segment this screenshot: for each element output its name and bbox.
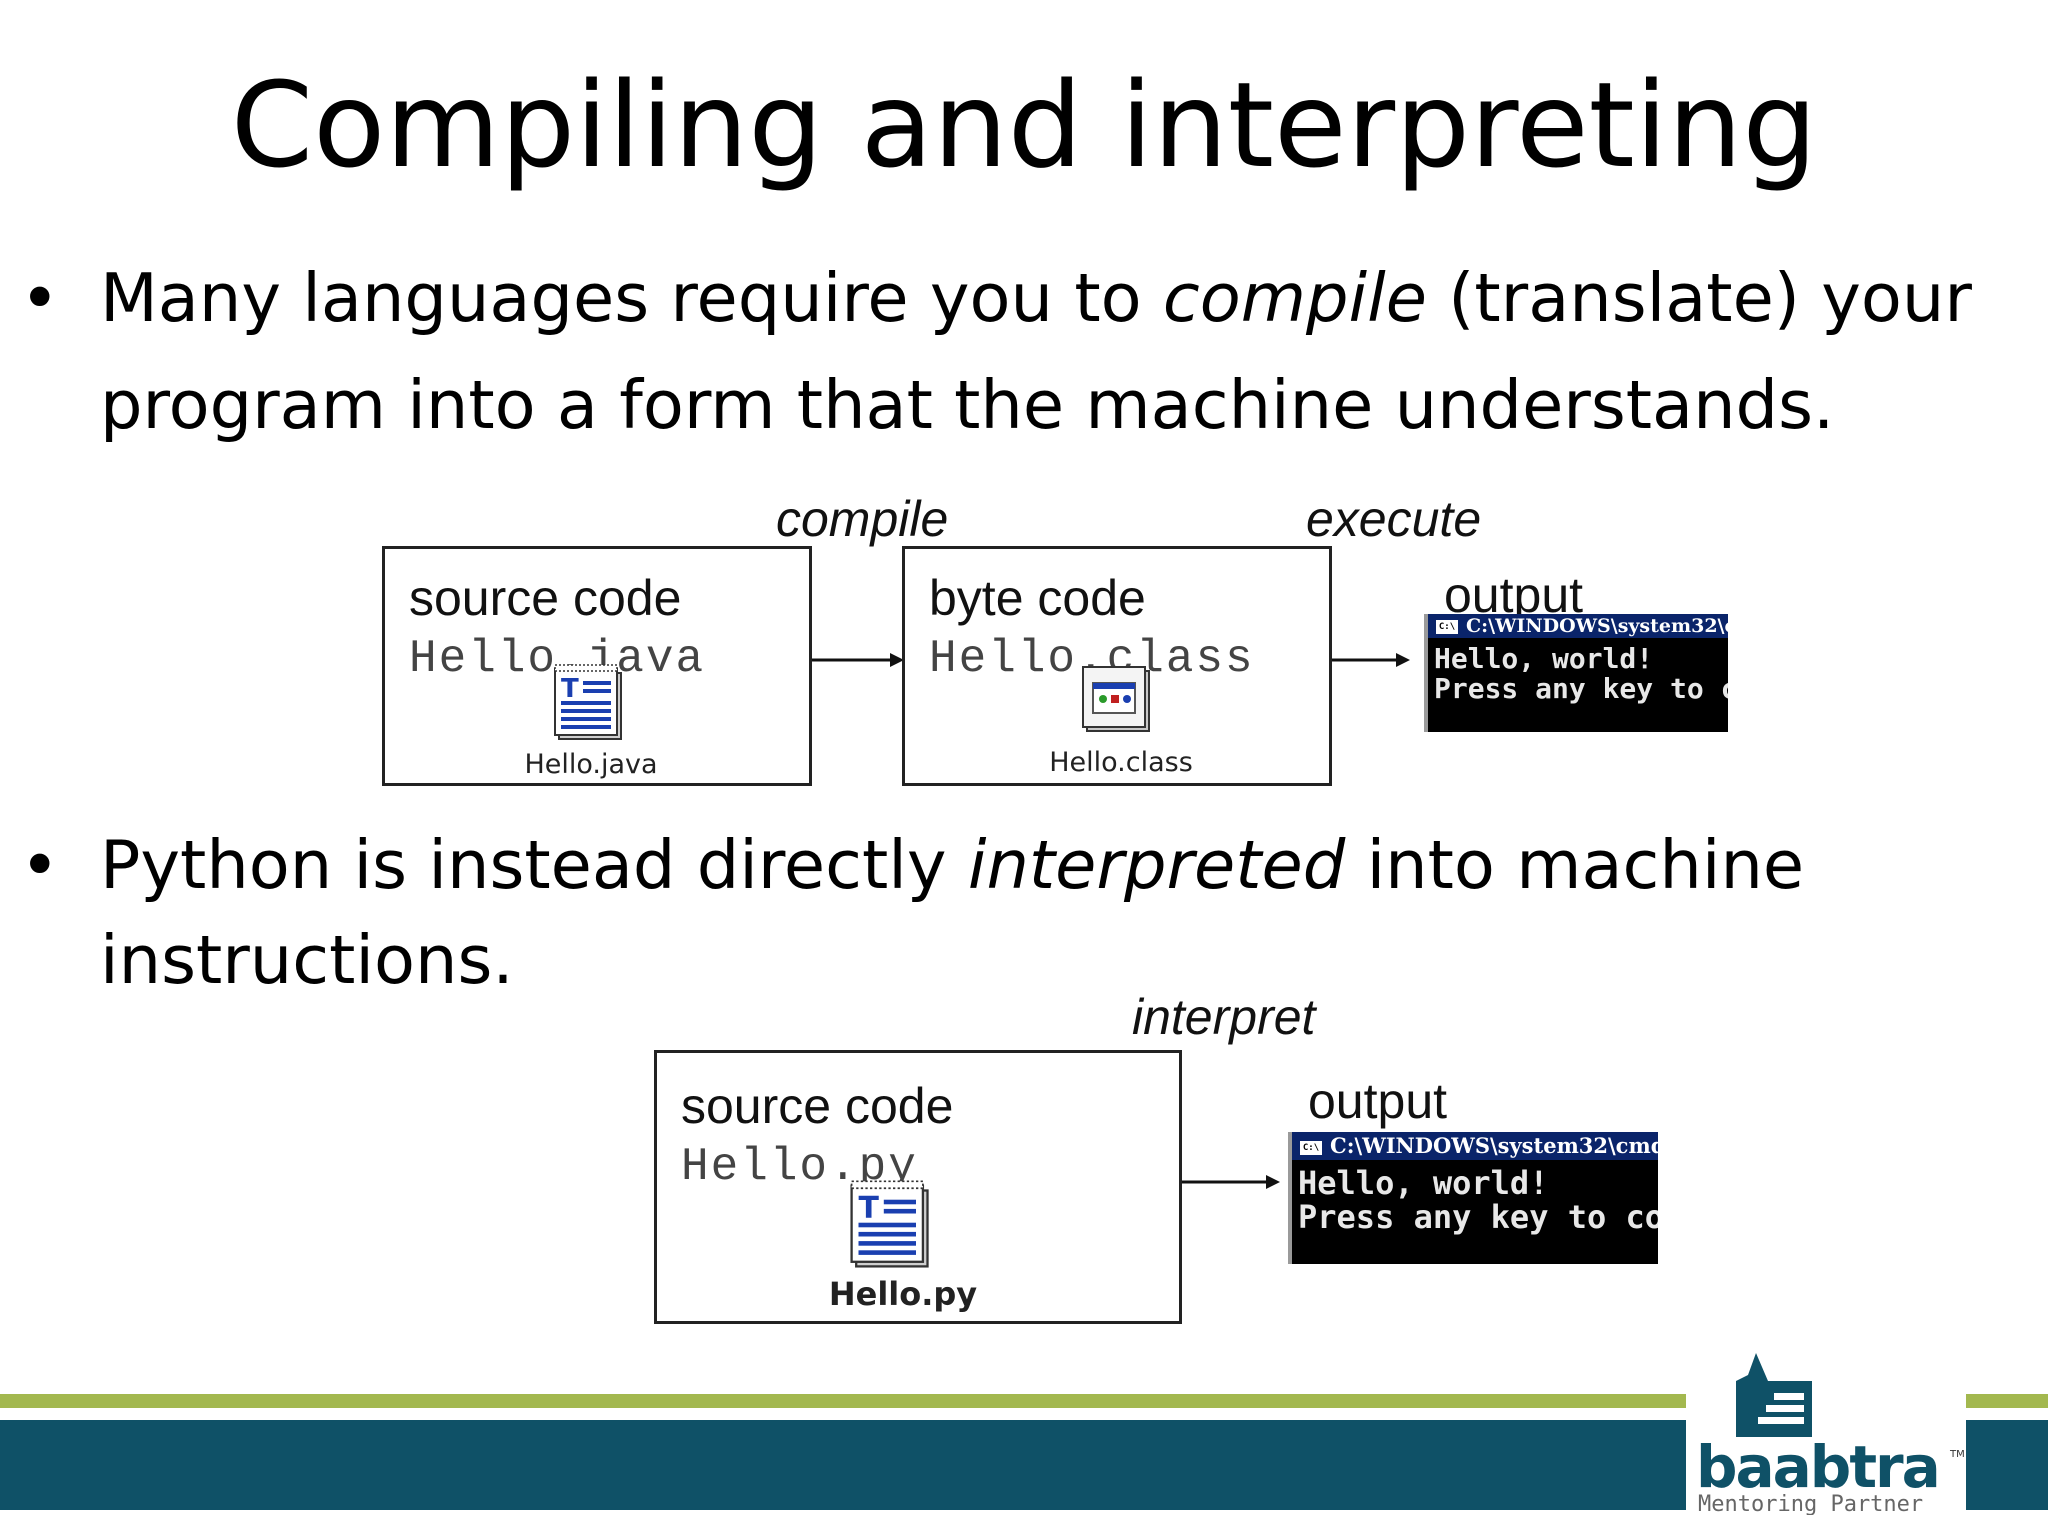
bullet1-text-a: Many languages require you to [100, 259, 1163, 337]
console-titlebar: C:\ C:\WINDOWS\system32\cmd.exe [1428, 614, 1728, 638]
cmd-icon: C:\ [1436, 620, 1458, 634]
execute-step-label: execute [1306, 491, 1482, 547]
python-source-title: source code [681, 1078, 954, 1134]
svg-text:Mentoring Partner: Mentoring Partner [1698, 1492, 1923, 1515]
bullet1-text-b: (translate) your [1426, 259, 1972, 337]
svg-text:baabtra: baabtra [1696, 1433, 1939, 1501]
bullet-marker: • [20, 826, 60, 904]
bullet-marker: • [20, 259, 60, 337]
cmd-icon: C:\ [1300, 1140, 1322, 1155]
compile-arrow [812, 653, 904, 667]
console-title: C:\WINDOWS\system32\cmd.exe [1466, 615, 1728, 637]
svg-text:T: T [561, 674, 579, 704]
interpret-step-label: interpret [1132, 989, 1316, 1045]
compile-output-label: output [1444, 567, 1584, 623]
console-title: C:\WINDOWS\system32\cmd.exe [1330, 1133, 1658, 1158]
execute-arrow [1332, 653, 1410, 667]
baabtra-logo-mark: baabtra TM Mentoring Partner [1696, 1353, 1965, 1517]
text-file-icon: T [554, 664, 622, 740]
compile-console-window: C:\ C:\WINDOWS\system32\cmd.exe Hello, wo… [1424, 614, 1728, 732]
console-line2: Press any key to continue [1298, 1198, 1658, 1236]
interpret-output-label: output [1308, 1073, 1448, 1129]
text-file-icon: T [850, 1180, 929, 1268]
source-code-title: source code [409, 570, 682, 626]
byte-code-box: byte code Hello.class Hello.class [902, 546, 1332, 786]
class-file-icon [1082, 666, 1150, 732]
bullet2-emphasis: interpreted [967, 826, 1346, 904]
console-line2: Press any key to continue [1434, 672, 1728, 705]
footer-stripe-green [0, 1394, 2048, 1408]
python-icon-label: Hello.py [828, 1275, 978, 1313]
console-titlebar: C:\ C:\WINDOWS\system32\cmd.exe [1292, 1132, 1658, 1160]
slide-title: Compiling and interpreting [230, 56, 1818, 194]
source-icon-label: Hello.java [524, 749, 658, 780]
python-source-box: source code Hello.py T Hello.py [654, 1050, 1182, 1324]
byte-icon-label: Hello.class [1049, 747, 1193, 778]
interpret-console-window: C:\ C:\WINDOWS\system32\cmd.exe Hello, wo… [1288, 1132, 1658, 1264]
interpret-arrow [1182, 1175, 1280, 1189]
bullet1-emphasis: compile [1162, 259, 1427, 337]
bullet1-line2: program into a form that the machine und… [100, 366, 1835, 444]
console-line1: Hello, world! [1298, 1164, 1549, 1202]
bullet2-text-b: into machine [1345, 826, 1805, 904]
source-code-box: source code Hello.java T Hello.java [382, 546, 812, 786]
bullet2-text-a: Python is instead directly [100, 826, 968, 904]
bullet2-line2: instructions. [100, 921, 514, 999]
svg-text:T: T [859, 1191, 880, 1226]
compile-step-label: compile [776, 491, 949, 547]
byte-code-title: byte code [929, 570, 1146, 626]
console-line1: Hello, world! [1434, 642, 1654, 675]
svg-text:TM: TM [1949, 1449, 1965, 1460]
baabtra-logo: baabtra TM Mentoring Partner [1686, 1345, 1966, 1517]
